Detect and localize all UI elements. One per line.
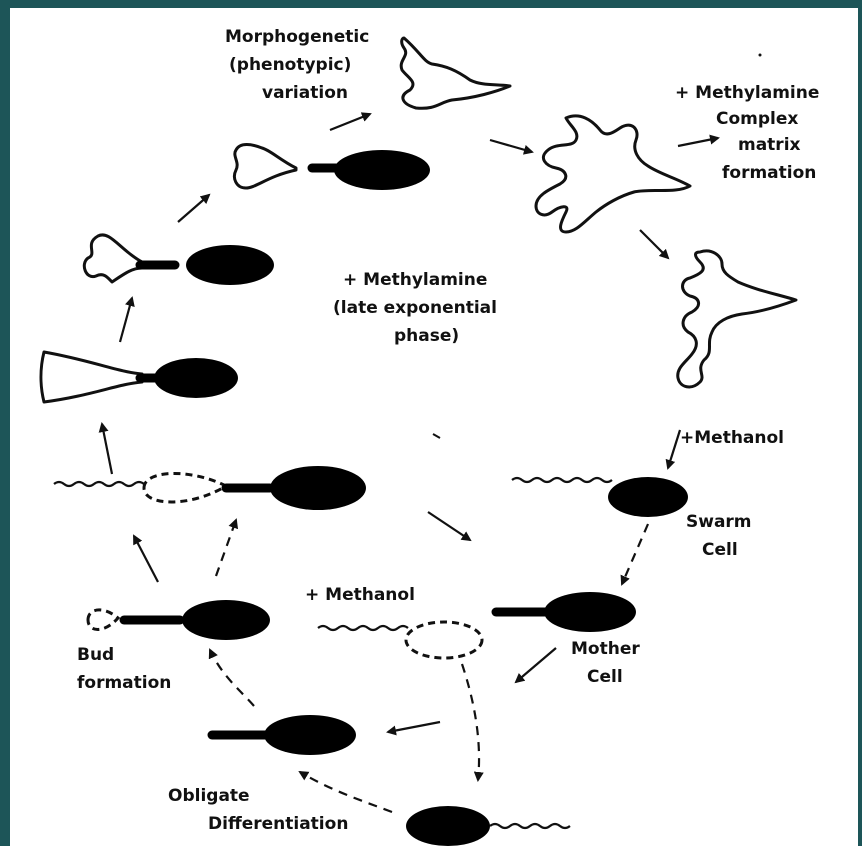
arrow-to-complex <box>490 140 532 152</box>
methanol-center-cell <box>318 622 482 658</box>
cell-with-large-bud <box>41 352 238 402</box>
label-obligate-line1: Obligate <box>168 786 250 806</box>
label-swarm-line1: Swarm <box>686 512 752 532</box>
label-complex-line1: + Methylamine <box>675 83 819 103</box>
label-swarm-line2: Cell <box>702 540 738 560</box>
flagellated-cell-dashed-bud <box>54 466 366 510</box>
label-methanol-right: +Methanol <box>680 428 784 448</box>
arrow-from-bud-formation <box>134 536 158 582</box>
dashed-arrow-to-bottom-swarm <box>462 664 479 780</box>
arrow-to-heart-bud <box>120 298 132 342</box>
label-obligate-line2: Differentiation <box>208 814 348 834</box>
arrow-to-complex-label <box>678 138 718 146</box>
arrow-to-small-heart <box>178 195 209 222</box>
label-center-methylamine: + Methylamine (late exponential phase) <box>333 270 497 346</box>
arrow-to-swarm-region <box>428 512 470 540</box>
arrow-to-morpho-right <box>640 230 668 258</box>
arrow-to-obligate-cell <box>388 722 440 732</box>
arrow-to-large-bud <box>102 424 112 474</box>
label-complex-line2: Complex <box>716 109 798 129</box>
label-methanol-center: + Methanol <box>305 585 415 605</box>
label-center-line1: + Methylamine <box>343 270 487 290</box>
arrow-methanol-to-swarm <box>668 430 680 468</box>
cell-with-heart-bud <box>84 235 274 285</box>
swarm-cell <box>512 477 688 517</box>
mother-cell <box>496 592 636 632</box>
arrow-to-morpho-top <box>330 114 370 130</box>
label-complex-line3: matrix <box>738 135 801 155</box>
dashed-arrow-to-dashed-bud <box>216 520 236 576</box>
speck-mark <box>759 54 762 57</box>
obligate-differentiation-cell <box>212 715 356 755</box>
label-bud-line2: formation <box>77 673 171 693</box>
dashed-arrow-to-obligate <box>300 772 392 812</box>
label-center-line3: phase) <box>394 326 459 346</box>
label-complex-matrix: + Methylamine Complex matrix formation <box>675 83 819 183</box>
dashed-arrow-swarm-to-mother <box>622 524 648 584</box>
label-mother-line1: Mother <box>571 639 640 659</box>
arrow-mother-to-methanol <box>516 648 556 682</box>
label-morpho-line1: Morphogenetic <box>225 27 369 47</box>
label-center-line2: (late exponential <box>333 298 497 318</box>
label-bud-line1: Bud <box>77 645 114 665</box>
label-complex-line4: formation <box>722 163 816 183</box>
cell-with-small-heart-bud <box>234 145 430 191</box>
stray-mark <box>433 434 440 438</box>
morpho-shape-top <box>401 38 510 108</box>
label-morpho-line2: (phenotypic) <box>229 55 351 75</box>
label-morphogenetic-variation: Morphogenetic (phenotypic) variation <box>225 27 369 103</box>
bud-formation-cell <box>88 600 270 640</box>
label-mother-line2: Cell <box>587 667 623 687</box>
bottom-swarm-cell <box>406 806 570 846</box>
morpho-shape-right <box>678 251 796 387</box>
label-morpho-line3: variation <box>262 83 348 103</box>
dashed-arrows <box>210 520 648 812</box>
morpho-shape-complex <box>536 116 690 232</box>
dashed-arrow-to-bud-formation <box>210 650 254 706</box>
